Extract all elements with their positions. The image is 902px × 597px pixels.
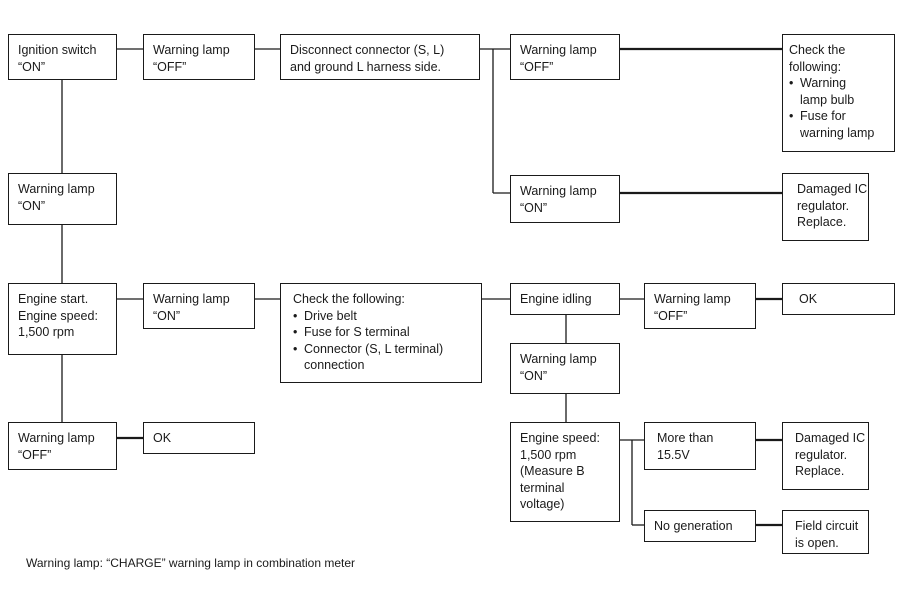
node-warning-lamp-off-4: Warning lamp “OFF” — [8, 422, 117, 470]
node-text: No generation — [654, 519, 733, 533]
node-text: Replace. — [797, 215, 847, 229]
node-engine-speed-measure: Engine speed: 1,500 rpm (Measure B termi… — [510, 422, 620, 522]
node-warning-lamp-on-4: Warning lamp “ON” — [510, 343, 620, 394]
node-text: lamp bulb — [800, 92, 855, 107]
check-item: Warning lamp bulb — [789, 75, 888, 108]
node-text: regulator. — [797, 198, 850, 213]
node-more-than-voltage: More than 15.5V — [644, 422, 756, 470]
check-item: Fuse for warning lamp — [789, 108, 888, 141]
check-item: Fuse for S terminal — [293, 324, 469, 341]
node-text: Warning — [800, 76, 847, 90]
node-text: More than — [657, 431, 714, 445]
node-text: Warning lamp — [153, 292, 230, 306]
node-engine-idling: Engine idling — [510, 283, 620, 315]
node-text: Field circuit — [795, 519, 859, 533]
node-check-warning-bulb: Check the following: Warning lamp bulb F… — [782, 34, 895, 152]
node-warning-lamp-on-1: Warning lamp “ON” — [8, 173, 117, 225]
node-ok-2: OK — [143, 422, 255, 454]
node-text: Warning lamp — [654, 292, 731, 306]
node-warning-lamp-off-2: Warning lamp “OFF” — [510, 34, 620, 80]
footnote: Warning lamp: “CHARGE” warning lamp in c… — [26, 556, 356, 570]
node-text: “ON” — [18, 59, 46, 74]
node-disconnect-connector: Disconnect connector (S, L) and ground L… — [280, 34, 480, 80]
node-text: terminal — [520, 480, 565, 495]
node-text: “ON” — [520, 368, 548, 383]
node-field-circuit-open: Field circuit is open. — [782, 510, 869, 554]
node-text: Replace. — [795, 464, 845, 478]
node-text: “ON” — [153, 308, 181, 323]
node-text: Drive belt — [304, 308, 357, 323]
node-text: 1,500 rpm — [520, 447, 577, 462]
node-text: Engine idling — [520, 292, 592, 306]
node-text: Connector (S, L terminal) — [304, 341, 444, 356]
node-text: “ON” — [18, 198, 46, 213]
node-text: Warning lamp — [520, 43, 597, 57]
node-text: following: — [789, 59, 842, 74]
node-text: Damaged IC — [795, 431, 866, 445]
node-text: Engine start. — [18, 292, 89, 306]
node-text: Fuse for — [800, 109, 846, 123]
node-text: Check the following: — [293, 292, 405, 306]
node-text: “OFF” — [18, 447, 52, 462]
node-warning-lamp-off-1: Warning lamp “OFF” — [143, 34, 255, 80]
node-ok-1: OK — [782, 283, 895, 315]
node-text: “ON” — [520, 200, 548, 215]
node-text: Engine speed: — [520, 431, 600, 445]
node-text: Engine speed: — [18, 308, 98, 323]
node-text: regulator. — [795, 447, 848, 462]
node-text: OK — [799, 292, 818, 306]
node-text: (Measure B — [520, 464, 585, 478]
node-text: Warning lamp — [520, 352, 597, 366]
node-warning-lamp-on-2: Warning lamp “ON” — [510, 175, 620, 223]
node-damaged-ic-regulator-2: Damaged IC regulator. Replace. — [782, 422, 869, 490]
node-text: Check the — [789, 43, 846, 57]
node-text: Warning lamp — [520, 184, 597, 198]
node-text: warning lamp — [800, 125, 875, 140]
node-text: “OFF” — [654, 308, 688, 323]
node-engine-start: Engine start. Engine speed: 1,500 rpm — [8, 283, 117, 355]
check-list: Drive belt Fuse for S terminal Connector… — [293, 308, 469, 374]
node-text: 15.5V — [657, 447, 690, 462]
node-text: voltage) — [520, 497, 565, 511]
node-text: and ground L harness side. — [290, 59, 442, 74]
node-text: is open. — [795, 535, 839, 550]
node-text: “OFF” — [153, 59, 187, 74]
node-ignition-switch: Ignition switch “ON” — [8, 34, 117, 80]
node-check-drive-belt: Check the following: Drive belt Fuse for… — [280, 283, 482, 383]
node-text: Ignition switch — [18, 43, 97, 57]
node-text: “OFF” — [520, 59, 554, 74]
node-text: Warning lamp — [18, 182, 95, 196]
node-text: connection — [304, 358, 365, 372]
node-text: Disconnect connector (S, L) — [290, 43, 445, 57]
check-item: Connector (S, L terminal) connection — [293, 341, 469, 374]
node-text: OK — [153, 431, 172, 445]
check-list: Warning lamp bulb Fuse for warning lamp — [789, 75, 888, 141]
node-text: 1,500 rpm — [18, 325, 75, 339]
node-text: Fuse for S terminal — [304, 325, 410, 339]
node-text: Damaged IC — [797, 182, 868, 196]
node-warning-lamp-off-3: Warning lamp “OFF” — [644, 283, 756, 329]
node-warning-lamp-on-3: Warning lamp “ON” — [143, 283, 255, 329]
node-text: Warning lamp — [153, 43, 230, 57]
check-item: Drive belt — [293, 308, 469, 325]
node-text: Warning lamp — [18, 431, 95, 445]
node-no-generation: No generation — [644, 510, 756, 542]
node-damaged-ic-regulator-1: Damaged IC regulator. Replace. — [782, 173, 869, 241]
